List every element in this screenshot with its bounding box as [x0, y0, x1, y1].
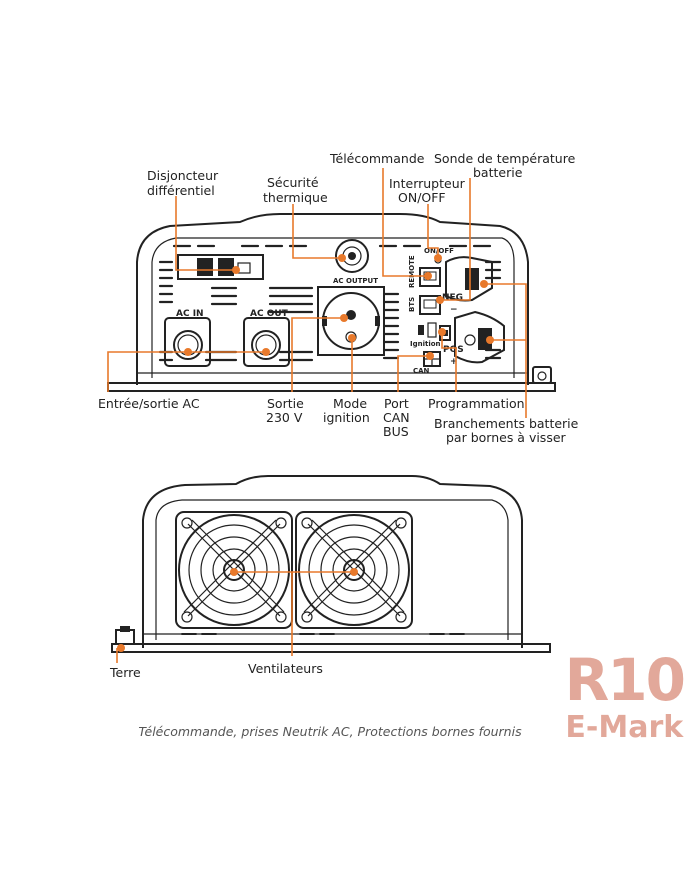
- ignition-connector: Ignition: [410, 322, 441, 348]
- fan-right: [295, 511, 413, 629]
- label-port-2: CAN: [383, 410, 410, 425]
- label-branchements-2: par bornes à visser: [446, 430, 567, 445]
- caption: Télécommande, prises Neutrik AC, Protect…: [138, 724, 522, 739]
- label-mode-2: ignition: [323, 410, 370, 425]
- label-interrupteur-2: ON/OFF: [398, 190, 446, 205]
- pos-terminal: POS +: [443, 310, 505, 367]
- label-branchements-1: Branchements batterie: [434, 416, 579, 431]
- neg-minus: −: [450, 305, 458, 315]
- on-off-text: ON/OFF: [424, 247, 454, 255]
- ac-out-connector: AC OUT: [243, 309, 290, 367]
- ac-output-text: AC OUTPUT: [333, 277, 378, 285]
- ac-output-socket: [317, 286, 385, 356]
- ac-out-text: AC OUT: [250, 309, 289, 319]
- ac-in-connector: AC IN: [164, 309, 211, 367]
- label-securite-2: thermique: [263, 190, 328, 205]
- label-ventilateurs: Ventilateurs: [248, 661, 323, 676]
- brand-line-1: R10: [564, 646, 686, 714]
- rear-panel-device: [111, 475, 551, 653]
- neg-terminal: NEG −: [442, 256, 493, 315]
- brand-line-2: E-Mark: [565, 710, 684, 745]
- label-sortie-1: Sortie: [267, 396, 304, 411]
- bts-port: BTS: [408, 295, 441, 315]
- label-sortie-2: 230 V: [266, 410, 303, 425]
- label-sonde-2: batterie: [473, 165, 523, 180]
- leader-lines: [107, 168, 527, 663]
- pos-text: POS: [443, 345, 464, 355]
- label-interrupteur-1: Interrupteur: [389, 176, 466, 191]
- breaker: [177, 254, 264, 280]
- label-telecommande: Télécommande: [329, 151, 425, 166]
- remote-text: REMOTE: [408, 255, 416, 288]
- can-text: CAN: [413, 367, 430, 375]
- brand-logo: R10 E-Mark: [564, 646, 686, 745]
- bts-text: BTS: [408, 297, 416, 312]
- pos-plus: +: [450, 357, 458, 367]
- neg-text: NEG: [442, 293, 463, 303]
- front-panel-device: AC IN AC OUT AC OUTPUT ON/OFF: [107, 213, 556, 392]
- ac-in-text: AC IN: [176, 309, 204, 319]
- callout-labels: Disjoncteur différentiel Sécurité thermi…: [98, 151, 579, 680]
- label-port-3: BUS: [383, 424, 409, 439]
- label-disjoncteur-2: différentiel: [147, 183, 215, 198]
- ground-lug: [115, 626, 135, 645]
- label-securite-1: Sécurité: [267, 175, 319, 190]
- ignition-text: Ignition: [410, 340, 441, 348]
- label-sonde-1: Sonde de température: [434, 151, 576, 166]
- label-entree-sortie: Entrée/sortie AC: [98, 396, 200, 411]
- label-terre: Terre: [109, 665, 141, 680]
- label-programmation: Programmation: [428, 396, 525, 411]
- label-disjoncteur-1: Disjoncteur: [147, 168, 219, 183]
- label-mode-1: Mode: [333, 396, 367, 411]
- label-port-1: Port: [384, 396, 409, 411]
